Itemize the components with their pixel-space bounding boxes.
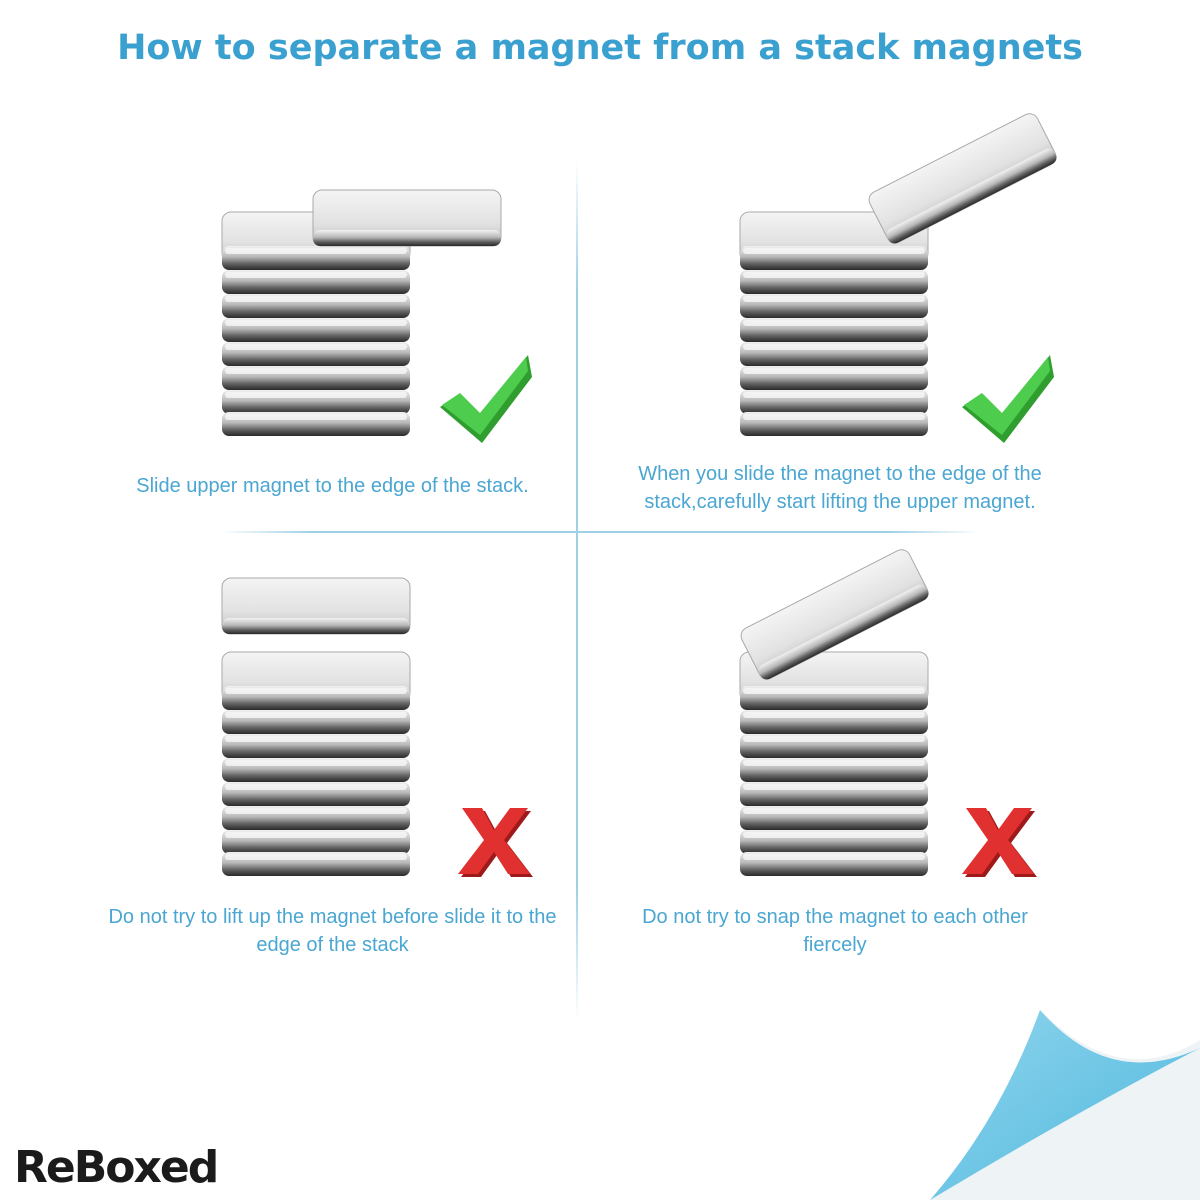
horizontal-divider: [220, 531, 980, 533]
panel-4-caption: Do not try to snap the magnet to each ot…: [642, 906, 1028, 956]
vertical-divider: [576, 160, 578, 1020]
magnet-stack-4: [737, 546, 932, 876]
check-icon: [962, 355, 1054, 443]
panel-3-caption: Do not try to lift up the magnet before …: [108, 906, 557, 956]
magnet-stack-1: [221, 189, 502, 436]
page-title: How to separate a magnet from a stack ma…: [117, 28, 1083, 68]
cross-icon: [458, 808, 533, 877]
brand-logo: ReBoxed: [14, 1142, 219, 1193]
panel-1-caption: Slide upper magnet to the edge of the st…: [136, 475, 529, 497]
magnet-stack-2: [739, 110, 1060, 436]
page-curl-decoration: [930, 1010, 1200, 1200]
check-icon: [440, 355, 532, 443]
magnet-stack-3: [221, 577, 411, 876]
panel-2-caption: When you slide the magnet to the edge of…: [638, 463, 1042, 513]
cross-icon: [962, 808, 1037, 877]
